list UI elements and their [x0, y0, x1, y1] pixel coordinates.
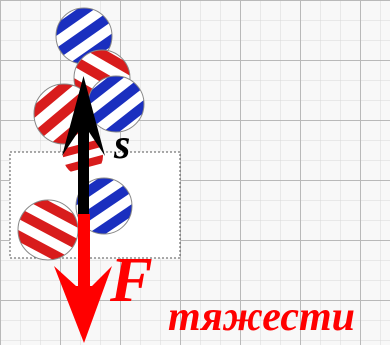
- displacement-label: s: [114, 122, 131, 168]
- force-subscript-label: тяжести: [168, 294, 356, 340]
- gravity-force-arrow: [54, 214, 112, 343]
- displacement-arrow: [62, 76, 105, 215]
- force-label: F: [110, 244, 153, 315]
